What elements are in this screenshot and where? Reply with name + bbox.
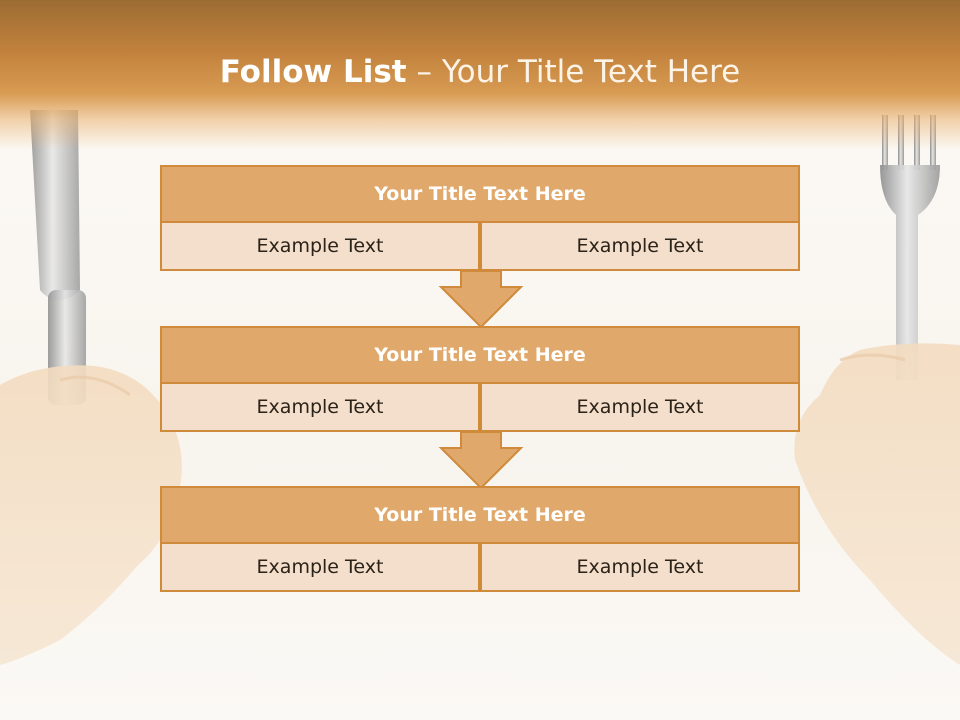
step-2-right-text: Example Text [480,382,800,432]
step-title-1: Your Title Text Here [160,165,800,223]
knife-icon [30,110,86,405]
fork-icon [880,115,940,380]
slide-title-rest: – Your Title Text Here [406,54,741,90]
step-1-left-text: Example Text [160,221,480,271]
step-3-right-text: Example Text [480,542,800,592]
down-arrow-icon [438,270,524,329]
step-title-2: Your Title Text Here [160,326,800,384]
step-1-right-text: Example Text [480,221,800,271]
header-bar [0,0,960,150]
right-hand [794,343,960,665]
slide-title-bold: Follow List [219,54,407,90]
down-arrow-icon [438,431,524,490]
step-2-left-text: Example Text [160,382,480,432]
slide-title: Follow List – Your Title Text Here [0,54,960,90]
left-hand [0,365,182,665]
step-title-3: Your Title Text Here [160,486,800,544]
step-3-left-text: Example Text [160,542,480,592]
